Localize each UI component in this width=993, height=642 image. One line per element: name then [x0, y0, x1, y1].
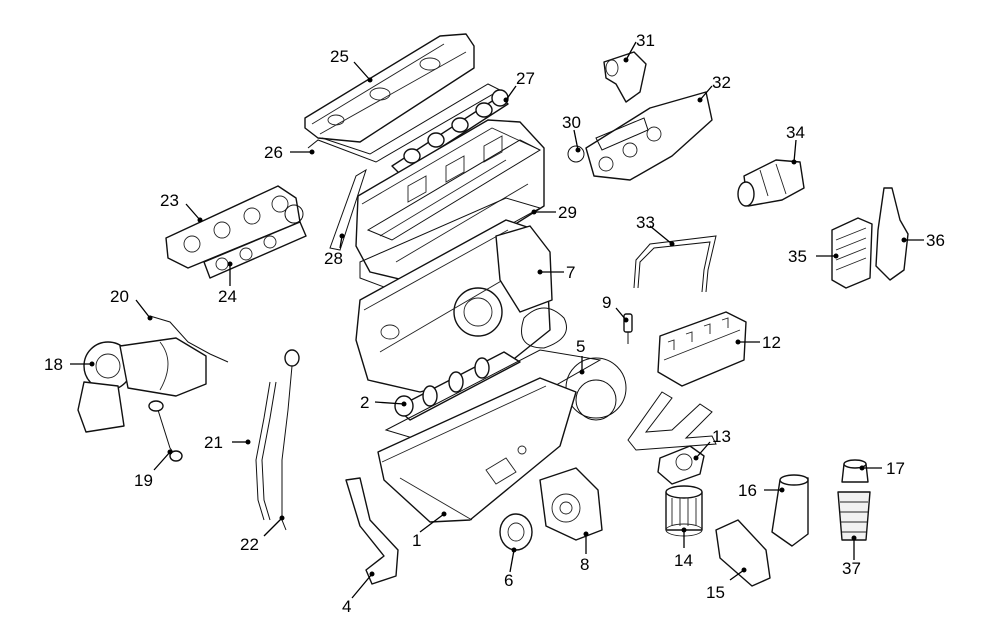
callout-18: 18 [44, 355, 63, 374]
oil-filter [665, 485, 703, 537]
turbo-oil-return-pipe [148, 400, 183, 462]
starter-motor [737, 159, 805, 207]
oil-filter-bracket [715, 519, 771, 587]
callout-32: 32 [712, 73, 731, 92]
exhaust-pipe-elbow [603, 51, 647, 103]
oil-pan [377, 377, 577, 523]
callout-25: 25 [330, 47, 349, 66]
dipstick-tube [255, 381, 277, 521]
turbo-oil-feed-pipe [149, 315, 229, 363]
callout-31: 31 [636, 31, 655, 50]
filter-element [837, 491, 871, 541]
callout-20: 20 [110, 287, 129, 306]
coolant-hose [345, 477, 399, 585]
callout-2: 2 [360, 393, 369, 412]
callout-21: 21 [204, 433, 223, 452]
turbocharger [77, 337, 207, 433]
callout-7: 7 [566, 263, 575, 282]
callout-14: 14 [674, 551, 693, 570]
dipstick [281, 349, 300, 531]
filter-cap [841, 459, 869, 483]
control-module [831, 217, 873, 289]
callout-36: 36 [926, 231, 945, 250]
callout-6: 6 [504, 571, 513, 590]
crankshaft-pulley [499, 513, 533, 551]
callout-16: 16 [738, 481, 757, 500]
callout-19: 19 [134, 471, 153, 490]
callout-27: 27 [516, 69, 535, 88]
thermostat-housing [657, 445, 705, 485]
callout-1: 1 [412, 531, 421, 550]
timing-cover [495, 225, 553, 313]
injection-pump [657, 311, 747, 387]
water-pump [539, 467, 603, 541]
callout-9: 9 [602, 293, 611, 312]
camshaft [391, 89, 509, 175]
callout-4: 4 [342, 597, 351, 616]
callout-13: 13 [712, 427, 731, 446]
callout-17: 17 [886, 459, 905, 478]
callout-22: 22 [240, 535, 259, 554]
callout-30: 30 [562, 113, 581, 132]
callout-24: 24 [218, 287, 237, 306]
fuel-return-pipe [633, 235, 717, 293]
mounting-bracket [875, 187, 909, 281]
callout-29: 29 [558, 203, 577, 222]
callout-37: 37 [842, 559, 861, 578]
callout-28: 28 [324, 249, 343, 268]
valve-cover [304, 33, 475, 143]
callout-5: 5 [576, 337, 585, 356]
callout-8: 8 [580, 555, 589, 574]
exhaust-manifold [585, 91, 713, 181]
filter-housing [771, 474, 809, 547]
callout-labels: 1 2 4 5 6 7 8 9 12 13 14 15 16 17 18 19 … [44, 31, 945, 616]
callout-33: 33 [636, 213, 655, 232]
gasket-outlines [627, 391, 717, 451]
head-gasket [329, 139, 542, 251]
exhaust-manifold-gasket-set [567, 117, 649, 163]
callout-leaders [70, 41, 924, 599]
callout-34: 34 [786, 123, 805, 142]
callout-15: 15 [706, 583, 725, 602]
callout-12: 12 [762, 333, 781, 352]
callout-23: 23 [160, 191, 179, 210]
callout-26: 26 [264, 143, 283, 162]
callout-35: 35 [788, 247, 807, 266]
